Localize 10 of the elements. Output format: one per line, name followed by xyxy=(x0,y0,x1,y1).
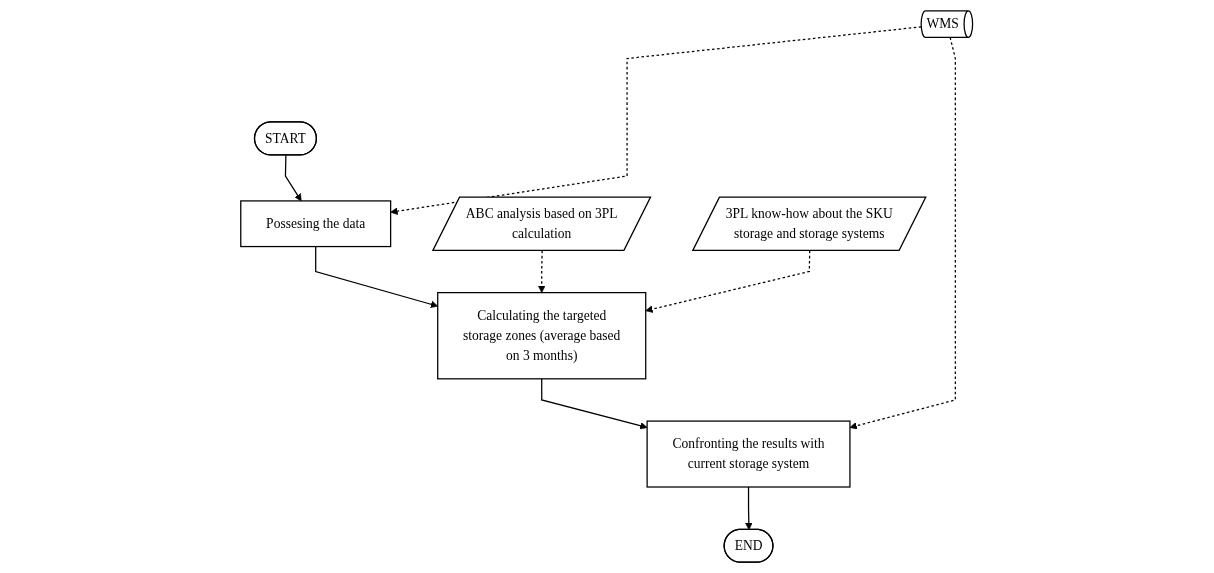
node-box: Confronting the results with current storage system xyxy=(646,420,851,488)
arrow xyxy=(285,154,302,202)
arrow xyxy=(390,26,923,215)
arrow xyxy=(745,486,753,530)
node-text: WMS xyxy=(926,16,960,31)
node-box: Calculating the targeted storage zones (average based on 3 months) xyxy=(437,292,647,380)
node-box: Possesing the data xyxy=(240,200,392,248)
arrow xyxy=(538,250,546,293)
arrow xyxy=(541,378,648,430)
arrow xyxy=(315,245,439,308)
